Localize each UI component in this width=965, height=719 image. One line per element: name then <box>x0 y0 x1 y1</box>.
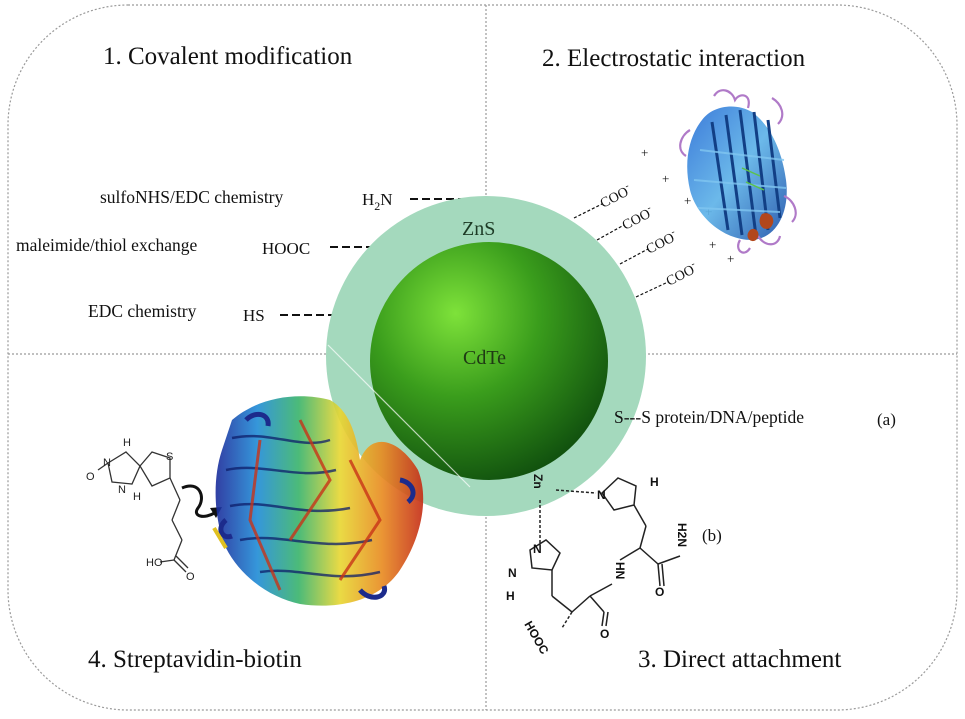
biotin-n-top: N <box>103 457 111 469</box>
q4-title: 4. Streptavidin-biotin <box>88 646 302 673</box>
histidine-structure <box>529 477 681 629</box>
group-label-2: HOOC <box>262 239 310 258</box>
n-atom-lower: N <box>533 542 542 556</box>
biotin-structure <box>97 451 189 573</box>
plus-sign-2: + <box>662 171 669 186</box>
h2n-group: H2N <box>675 523 689 547</box>
coo-label-2: COO- <box>619 203 656 234</box>
plus-sign-3: + <box>684 193 691 208</box>
q1-title: 1. Covalent modification <box>103 43 353 70</box>
cdte-core <box>370 242 608 480</box>
ionic-link-4 <box>635 281 669 298</box>
group-label-1: H2N <box>362 190 393 213</box>
coo-label-4: COO- <box>663 259 700 290</box>
hooc-group: HOOC <box>521 619 551 657</box>
h-atom-lower: H <box>506 589 515 603</box>
plus-sign-5: + <box>709 237 716 252</box>
zn-atom: Zn <box>531 474 545 489</box>
outer-frame <box>7 4 958 711</box>
method-label-2: maleimide/thiol exchange <box>16 235 197 255</box>
plus-sign-1: + <box>641 145 648 160</box>
o-atom-lower: O <box>600 627 609 641</box>
tag-b: (b) <box>702 526 722 545</box>
n-atom-lower-2: N <box>508 566 517 580</box>
coo-label-3: COO- <box>643 227 680 258</box>
biotin-o-acid: O <box>186 571 195 583</box>
shell-highlight-line <box>327 344 471 488</box>
biotin-s: S <box>166 451 173 463</box>
biotin-n-bottom: N <box>118 484 126 496</box>
ionic-link-2 <box>596 224 625 241</box>
n-atom-upper: N <box>597 488 606 502</box>
ionic-link-1 <box>573 203 603 219</box>
plus-sign-6: + <box>727 251 734 266</box>
binding-arrow <box>181 484 217 518</box>
disulfide-label: S---S protein/DNA/peptide <box>614 407 804 427</box>
method-label-3: EDC chemistry <box>88 301 197 321</box>
beta-barrel-protein-image <box>679 89 797 254</box>
q3-title: 3. Direct attachment <box>638 646 841 673</box>
h-atom-upper: H <box>650 475 659 489</box>
ionic-link-3 <box>619 248 649 265</box>
method-label-1: sulfoNHS/EDC chemistry <box>100 187 284 207</box>
biotin-h-bottom: H <box>133 491 141 503</box>
group-label-3: HS <box>243 306 265 325</box>
tag-a: (a) <box>877 410 896 429</box>
o-atom-upper: O <box>655 585 664 599</box>
streptavidin-protein-image <box>212 396 424 606</box>
biotin-ho: HO <box>146 557 163 569</box>
hn-group: HN <box>613 562 627 579</box>
shell-label: ZnS <box>462 218 495 240</box>
coo-label-1: COO- <box>597 181 634 212</box>
q2-title: 2. Electrostatic interaction <box>542 45 806 72</box>
biotin-o: O <box>86 471 95 483</box>
core-label: CdTe <box>463 347 506 369</box>
biotin-h-top: H <box>123 437 131 449</box>
